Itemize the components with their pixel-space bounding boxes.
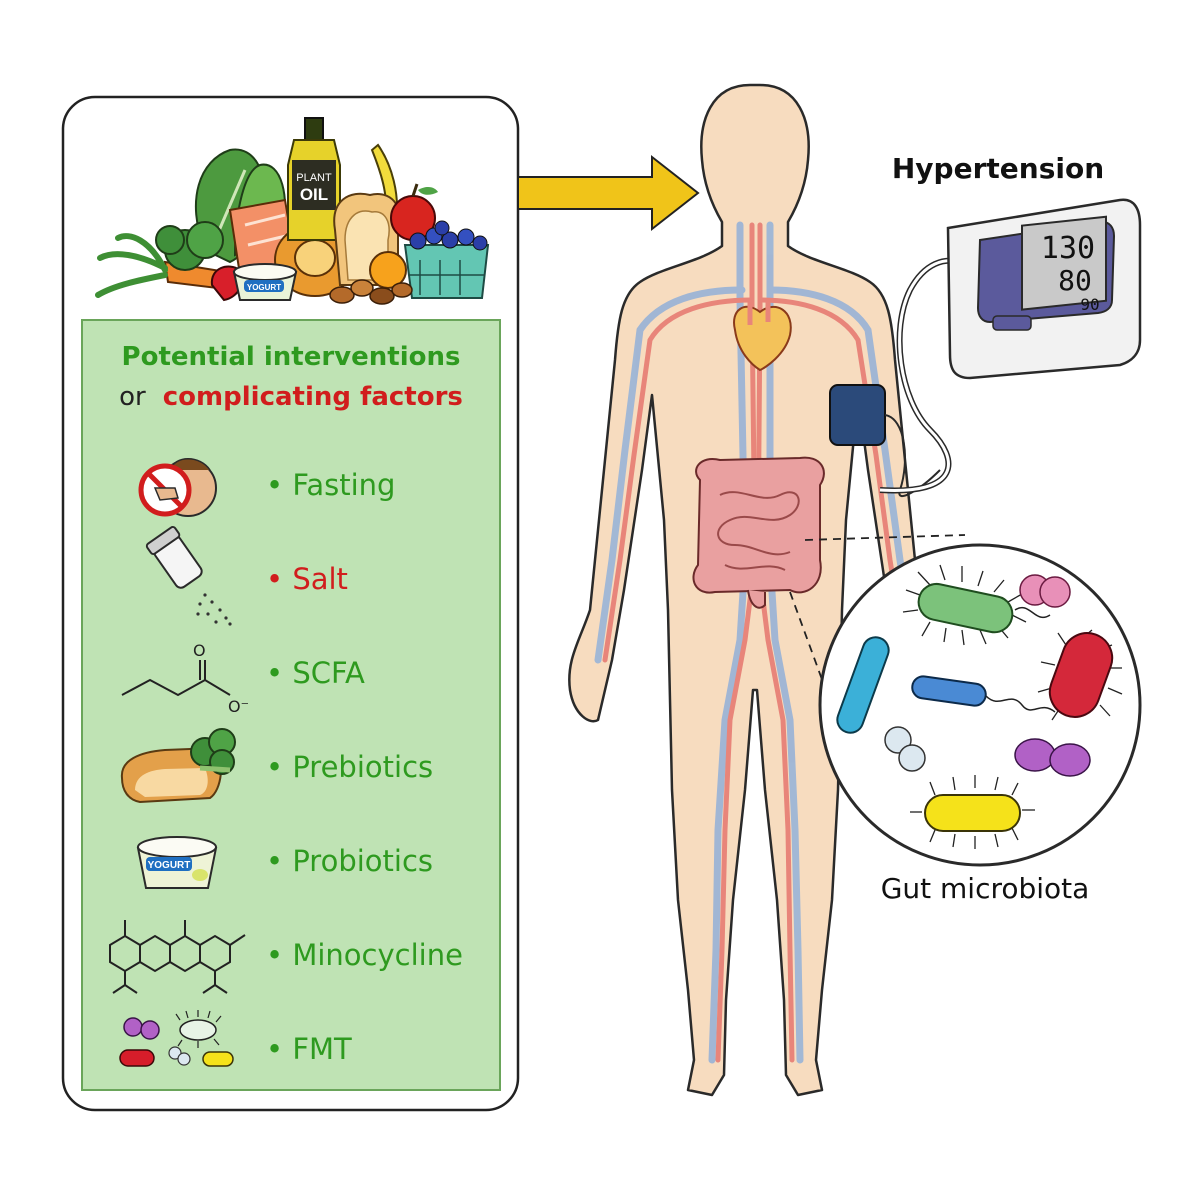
minocycline-molecule-icon	[109, 920, 246, 994]
broccoli-icon	[155, 221, 224, 271]
no-eating-icon	[138, 458, 217, 517]
intervention-item-salt: • Salt	[266, 562, 348, 596]
bread-broccoli-icon	[120, 728, 236, 804]
yogurt-icon-label: YOGURT	[148, 860, 191, 871]
butyrate-molecule-icon: O O⁻	[121, 641, 249, 716]
yellow-bacterium-icon	[910, 775, 1035, 849]
orange-icon	[369, 251, 407, 289]
panel-title-complicating: complicating factors	[163, 382, 463, 412]
scfa-atom-o: O	[193, 641, 206, 660]
gut-microbiota-label: Gut microbiota	[881, 872, 1090, 905]
cyan-bacterium-icon	[836, 636, 890, 734]
food-illustration: PLANT OIL	[95, 117, 490, 305]
human-body-figure	[568, 83, 942, 1097]
bp-monitor-icon: 130 80 90	[946, 198, 1142, 380]
bp-systolic: 130	[1041, 231, 1095, 266]
hypertension-title: Hypertension	[892, 152, 1104, 185]
green-bacterium-icon	[902, 564, 1051, 646]
microbes-icon	[119, 1010, 234, 1067]
panel-title-or: or	[119, 382, 146, 412]
intervention-item-scfa: • SCFA	[266, 656, 365, 690]
microbiota-magnifier	[818, 543, 1142, 867]
yellow-arrow	[517, 154, 700, 232]
panel-title-line2: or complicating factors	[119, 382, 463, 412]
bp-diastolic: 80	[1058, 264, 1092, 297]
nuts-icon	[329, 279, 413, 305]
blueberry-basket-icon	[403, 220, 490, 299]
intervention-item-fasting: • Fasting	[266, 468, 395, 502]
scfa-atom-o-minus: O⁻	[228, 697, 249, 716]
intervention-item-fmt: • FMT	[266, 1032, 352, 1066]
white-coccus-icon	[884, 726, 926, 772]
yogurt-cup-icon: YOGURT	[136, 836, 218, 889]
plant-oil-bottle-icon: PLANT OIL	[287, 117, 341, 241]
intervention-item-probiotics: • Probiotics	[266, 844, 433, 878]
yogurt-food-label: YOGURT	[247, 283, 281, 292]
salt-shaker-icon	[145, 526, 232, 626]
pink-coccus-icon	[1019, 574, 1071, 608]
panel-title-line1: Potential interventions	[122, 342, 461, 372]
oil-label-line2: OIL	[300, 185, 328, 204]
intervention-item-prebiotics: • Prebiotics	[266, 750, 433, 784]
blue-bacterium-icon	[911, 675, 1056, 713]
heart-icon	[733, 298, 792, 372]
intestines-icon	[692, 456, 825, 609]
yogurt-cup-food-icon: YOGURT	[232, 263, 298, 301]
intervention-item-minocycline: • Minocycline	[266, 938, 463, 972]
interventions-box	[81, 319, 501, 1091]
oil-label-line1: PLANT	[296, 172, 332, 184]
magnification-lines	[789, 534, 966, 716]
bp-pulse: 90	[1080, 295, 1099, 314]
apple-icon	[390, 183, 438, 241]
intervention-list: • Fasting • Salt • SCFA • Prebiotics • Probi…	[266, 468, 463, 1066]
arteries	[602, 222, 909, 1063]
purple-coccus-icon	[1014, 738, 1091, 777]
red-bacterium-icon	[1037, 629, 1123, 721]
